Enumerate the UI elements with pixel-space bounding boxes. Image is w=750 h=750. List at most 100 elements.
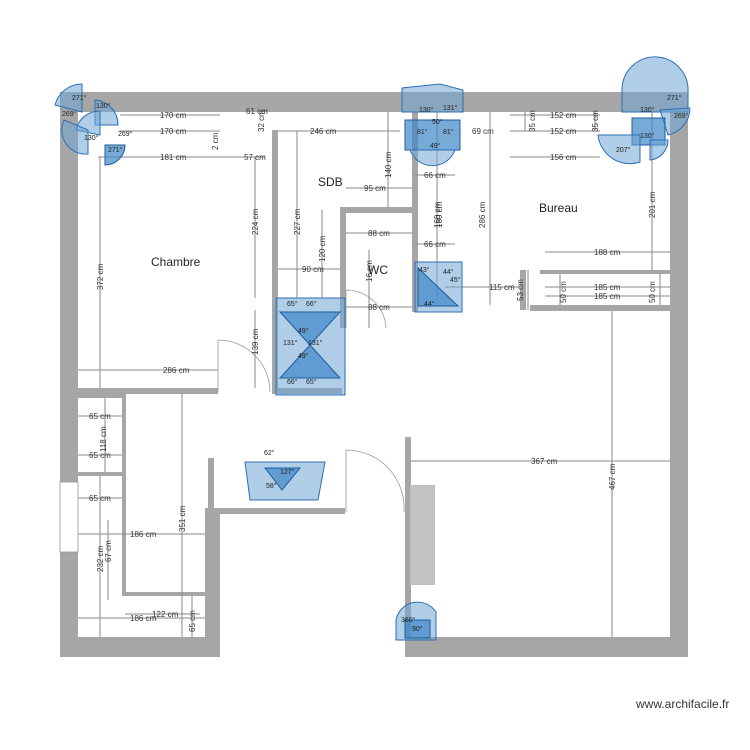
wall-notch-v xyxy=(205,508,220,657)
dim-label: 32 cm xyxy=(257,110,266,132)
angle-label: 49° xyxy=(298,352,309,360)
dim-label: 88 cm xyxy=(368,303,390,312)
angle-label: 65° xyxy=(306,378,317,386)
corner-marker-hall: 127° 62° 58° xyxy=(244,449,326,501)
wall-left xyxy=(60,92,78,657)
wall-hall-bottom xyxy=(205,508,345,514)
angle-label: 50° xyxy=(432,118,443,126)
angle-label: 81° xyxy=(443,128,454,136)
watermark-text: www.archifacile.fr xyxy=(636,697,730,711)
wall-bottom-right xyxy=(405,637,688,657)
wall-bureau-bottom xyxy=(530,305,670,311)
angle-label: 271° xyxy=(667,94,682,102)
angle-label: 81° xyxy=(417,128,428,136)
door-chambre xyxy=(217,339,271,393)
angle-label: 65° xyxy=(287,300,298,308)
angle-label: 360° xyxy=(401,616,416,624)
wall-small-box xyxy=(122,592,207,596)
dim-label: 65 cm xyxy=(89,412,111,421)
angle-label: 131° xyxy=(308,339,323,347)
angle-label: 58° xyxy=(266,482,277,490)
angle-label: 271° xyxy=(108,146,123,154)
angle-label: 131° xyxy=(283,339,298,347)
angle-label: 207° xyxy=(616,146,631,154)
angle-label: 130° xyxy=(640,106,655,114)
dim-label: 95 cm xyxy=(364,184,386,193)
angle-label: 269° xyxy=(62,110,77,118)
dim-label: 16 cm xyxy=(365,260,374,282)
angle-label: 44° xyxy=(443,268,454,276)
dim-label: 66 cm xyxy=(424,171,446,180)
wall-wc-left xyxy=(340,210,346,328)
angle-label: 66° xyxy=(306,300,317,308)
wall-hall-left xyxy=(208,458,214,514)
dim-label: 185 cm xyxy=(594,292,621,301)
wall-bottom-left xyxy=(60,637,220,657)
dim-label: 227 cm xyxy=(293,208,302,235)
angle-label: 131° xyxy=(443,104,458,112)
angle-label: 130° xyxy=(96,102,111,110)
dim-label: 50 cm xyxy=(559,281,568,303)
angle-label: 90° xyxy=(412,625,423,633)
dim-label: 66 cm xyxy=(424,240,446,249)
angle-label: 271° xyxy=(72,94,87,102)
dim-label: 65 cm xyxy=(89,494,111,503)
dim-label: 88 cm xyxy=(368,229,390,238)
dim-label: 2 cm xyxy=(211,132,220,150)
angle-label: 269° xyxy=(674,112,689,120)
dim-label: 181 cm xyxy=(160,153,187,162)
dim-label: 35 cm xyxy=(528,110,537,132)
corner-marker-bottom: 90° 360° xyxy=(395,601,437,641)
dim-label: 467 cm xyxy=(608,463,617,490)
dim-label: 185 cm xyxy=(594,283,621,292)
walls xyxy=(59,92,688,657)
angle-markers: 271° 130° 269° 130° 269° 271° 130° 131° … xyxy=(54,56,691,641)
wall-storage-2 xyxy=(78,472,126,476)
dim-label: 224 cm xyxy=(251,208,260,235)
angle-label: 130° xyxy=(84,134,99,142)
wall-top xyxy=(60,92,688,112)
angle-label: 269° xyxy=(118,130,133,138)
corner-marker-top-left: 271° 130° 269° 130° 269° 271° xyxy=(54,83,133,166)
dim-label: 50 cm xyxy=(648,281,657,303)
angle-label: 130° xyxy=(419,106,434,114)
angle-label: 49° xyxy=(298,327,309,335)
wall-chambre-sdb xyxy=(272,130,278,392)
wall-storage-1 xyxy=(78,394,126,398)
angle-label: 49° xyxy=(430,142,441,150)
door-wc xyxy=(345,289,387,329)
window-left xyxy=(59,481,79,553)
dim-label: 188 cm xyxy=(594,248,621,257)
dim-label: 160 cm xyxy=(435,201,444,228)
dim-label: 160 cm xyxy=(433,201,442,228)
dim-label: 67 cm xyxy=(104,540,113,562)
wall-storage-v xyxy=(122,394,126,594)
corner-marker-top-right: 271° 130° 269° 207° 130° xyxy=(597,56,691,165)
room-label-sdb: SDB xyxy=(318,175,343,189)
dim-label: 139 cm xyxy=(251,328,260,355)
room-label-wc: WC xyxy=(368,263,388,277)
dim-label: 286 cm xyxy=(478,201,487,228)
dim-label: 140 cm xyxy=(384,151,393,178)
angle-label: 127° xyxy=(280,468,295,476)
dim-label: 152 cm xyxy=(550,111,577,120)
wall-living-left xyxy=(405,437,411,657)
dim-label: 69 cm xyxy=(472,127,494,136)
dim-label: 115 cm xyxy=(489,283,515,292)
dim-label: 53 cm xyxy=(516,279,525,301)
angle-label: 43° xyxy=(419,266,430,274)
dim-label: 201 cm xyxy=(648,191,657,218)
corner-marker-top-middle: 130° 131° 50° 81° 81° 49° xyxy=(401,83,464,167)
wall-closet-right xyxy=(410,485,435,585)
dim-label: 246 cm xyxy=(310,127,337,136)
room-label-bureau: Bureau xyxy=(539,201,578,215)
wall-wc-top xyxy=(340,207,418,213)
door-living xyxy=(345,449,405,513)
wall-bureau-inner xyxy=(520,270,526,310)
dim-label: 351 cm xyxy=(178,505,187,532)
corner-marker-middle: 43° 44° 45° 44° xyxy=(414,261,463,313)
dim-label: 372 cm xyxy=(96,263,105,290)
dim-label: 122 cm xyxy=(152,610,179,619)
dim-label: 65 cm xyxy=(188,610,197,632)
